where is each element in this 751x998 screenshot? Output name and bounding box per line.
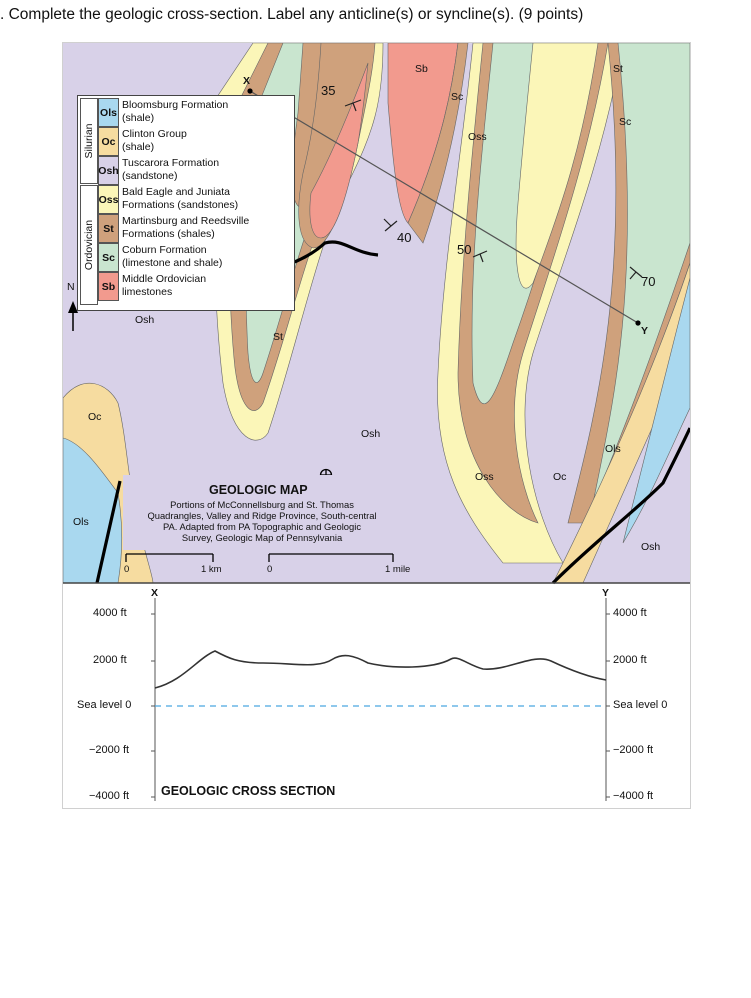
elev-left-minus-2000: −2000 ft: [89, 744, 130, 756]
map-label-sc: Sc: [619, 116, 632, 128]
legend-period-silurian: Silurian: [80, 98, 98, 184]
elev-right-minus-2000: −2000 ft: [613, 744, 654, 756]
map-label-sc: Sc: [451, 91, 464, 103]
legend-period-ordovician: Ordovician: [80, 185, 98, 305]
elev-right-sea-level: Sea level 0: [613, 699, 668, 711]
scale-km-zero: 0: [124, 564, 130, 575]
legend-swatch: Sc: [98, 243, 119, 272]
legend-description: Tuscarora Formation(sandstone): [122, 157, 220, 182]
question-text: . Complete the geologic cross-section. L…: [0, 6, 584, 23]
map-caption: Portions of McConnellsburg and St. Thoma…: [147, 499, 377, 543]
fault-line-west: [95, 480, 122, 584]
map-label-oc: Oc: [553, 471, 567, 483]
point-y-label: Y: [641, 325, 649, 337]
elev-right-4000: 4000 ft: [613, 607, 647, 619]
legend-swatch: Oc: [98, 127, 119, 156]
legend-swatch: Sb: [98, 272, 119, 301]
dip-label: 35: [321, 83, 336, 98]
map-label-osh: Osh: [361, 428, 381, 440]
point-x-marker: [247, 88, 253, 94]
scale-bars: [125, 553, 394, 562]
scale-mi-end: 1 mile: [385, 564, 411, 575]
map-title: GEOLOGIC MAP: [209, 483, 308, 497]
map-label-osh: Osh: [135, 314, 155, 326]
map-label-st: St: [273, 331, 283, 343]
map-label-oss: Oss: [475, 471, 494, 483]
point-y-marker: [635, 320, 641, 326]
cross-section-axes: [151, 598, 610, 801]
legend-swatch: Osh: [98, 156, 119, 185]
cross-section-title: GEOLOGIC CROSS SECTION: [161, 784, 336, 798]
caption-backdrop: [123, 475, 401, 550]
legend-swatch: Oss: [98, 185, 119, 214]
map-label-oss: Oss: [468, 131, 487, 143]
map-label-osh: Osh: [641, 541, 661, 553]
dip-label: 70: [641, 274, 656, 289]
section-end-y: Y: [602, 587, 610, 599]
dip-label: 50: [457, 242, 472, 257]
elev-left-4000: 4000 ft: [93, 607, 127, 619]
north-arrow-icon: [68, 301, 78, 331]
legend-description: Coburn Formation(limestone and shale): [122, 244, 223, 269]
strike-dip-symbols: [344, 99, 643, 280]
elev-left-minus-4000: −4000 ft: [89, 790, 130, 802]
north-label: N: [67, 281, 75, 293]
topographic-profile: [154, 650, 607, 689]
unit-sc-far-east: [592, 43, 690, 504]
elev-right-minus-4000: −4000 ft: [613, 790, 654, 802]
legend-description: Clinton Group(shale): [122, 128, 187, 153]
map-label-st: St: [613, 63, 623, 75]
elev-left-2000: 2000 ft: [93, 654, 127, 666]
unit-ols-east: [622, 277, 690, 544]
section-line-xy: [249, 90, 639, 324]
map-label-ols: Ols: [73, 516, 89, 528]
elev-right-2000: 2000 ft: [613, 654, 647, 666]
unit-sb-west-core: [309, 62, 369, 239]
map-label-oc: Oc: [88, 411, 102, 423]
dip-label: 40: [397, 230, 412, 245]
scale-km-end: 1 km: [201, 564, 222, 575]
map-label-sb: Sb: [415, 63, 428, 75]
section-end-x: X: [151, 587, 159, 599]
legend-swatch: Ols: [98, 98, 119, 127]
legend-description: Bloomsburg Formation(shale): [122, 99, 229, 124]
map-label-ols: Ols: [605, 443, 621, 455]
elev-left-sea-level: Sea level 0: [77, 699, 132, 711]
point-x-label: X: [243, 75, 251, 87]
fault-line-east: [551, 427, 690, 585]
scale-mi-zero: 0: [267, 564, 273, 575]
legend-swatch: St: [98, 214, 119, 243]
unit-st-central: [407, 43, 469, 244]
geologic-map-drawing: [63, 43, 690, 801]
unit-oss-east-inner: [515, 43, 599, 289]
